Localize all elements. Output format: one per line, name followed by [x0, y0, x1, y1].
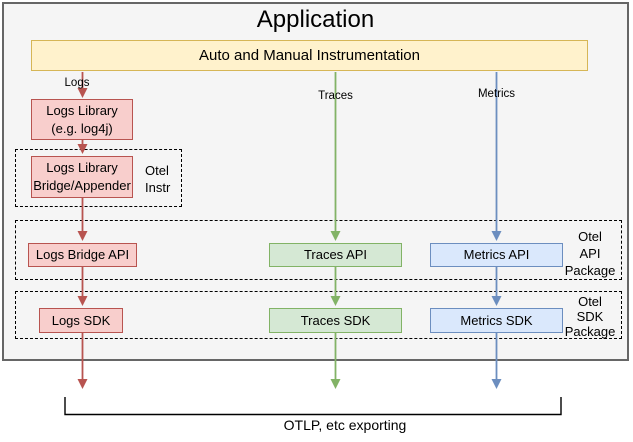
- node-logs-library-line2: (e.g. log4j): [51, 120, 113, 136]
- group-label-otel-instr-line2: Instr: [145, 180, 171, 195]
- group-label-otel-instr: Otel Instr: [145, 162, 185, 196]
- diagram-title: Application: [256, 6, 375, 33]
- group-label-otel-instr-line1: Otel: [145, 163, 169, 178]
- node-traces-sdk-label: Traces SDK: [300, 312, 371, 328]
- node-traces-api: Traces API: [269, 243, 402, 267]
- group-label-api-line2: API: [579, 246, 601, 261]
- flow-label-traces: Traces: [318, 90, 353, 102]
- node-metrics-sdk-label: Metrics SDK: [460, 312, 533, 328]
- node-traces-sdk: Traces SDK: [269, 308, 402, 333]
- group-otel-instr: [15, 149, 182, 207]
- node-logs-bridge-line1: Logs Library: [46, 160, 118, 175]
- node-logs-library-bridge-appender: Logs Library Bridge/Appender: [31, 156, 133, 198]
- group-otel-sdk-package: [15, 291, 622, 339]
- group-label-sdk-line1: Otel: [578, 294, 602, 309]
- node-logs-library: Logs Library (e.g. log4j): [31, 99, 133, 140]
- node-logs-bridge-line2: Bridge/Appender: [33, 178, 131, 193]
- group-label-sdk-line2: SDK: [576, 309, 604, 324]
- node-auto-manual-instrumentation-label: Auto and Manual Instrumentation: [199, 46, 420, 64]
- node-logs-bridge-api-label: Logs Bridge API: [35, 247, 130, 262]
- export-label: OTLP, etc exporting: [283, 417, 407, 433]
- group-label-sdk-line3: Package: [564, 324, 616, 339]
- export-bracket: [64, 397, 562, 416]
- group-label-api-line3: Package: [564, 263, 616, 278]
- node-auto-manual-instrumentation: Auto and Manual Instrumentation: [31, 40, 588, 71]
- flow-label-metrics: Metrics: [477, 88, 516, 100]
- group-label-otel-sdk-package: Otel SDK Package: [558, 294, 622, 339]
- group-label-otel-api-package: Otel API Package: [558, 228, 622, 279]
- node-logs-bridge-api: Logs Bridge API: [28, 243, 137, 267]
- node-logs-library-line1: Logs Library: [46, 102, 118, 118]
- node-metrics-api-label: Metrics API: [463, 247, 530, 262]
- flow-label-logs: Logs: [64, 77, 90, 89]
- node-metrics-sdk: Metrics SDK: [430, 308, 563, 333]
- group-otel-api-package: [15, 220, 622, 280]
- node-logs-sdk: Logs SDK: [39, 308, 123, 333]
- node-metrics-api: Metrics API: [430, 243, 563, 267]
- node-traces-api-label: Traces API: [303, 247, 368, 262]
- node-logs-sdk-label: Logs SDK: [51, 312, 111, 328]
- group-label-api-line1: Otel: [578, 229, 602, 244]
